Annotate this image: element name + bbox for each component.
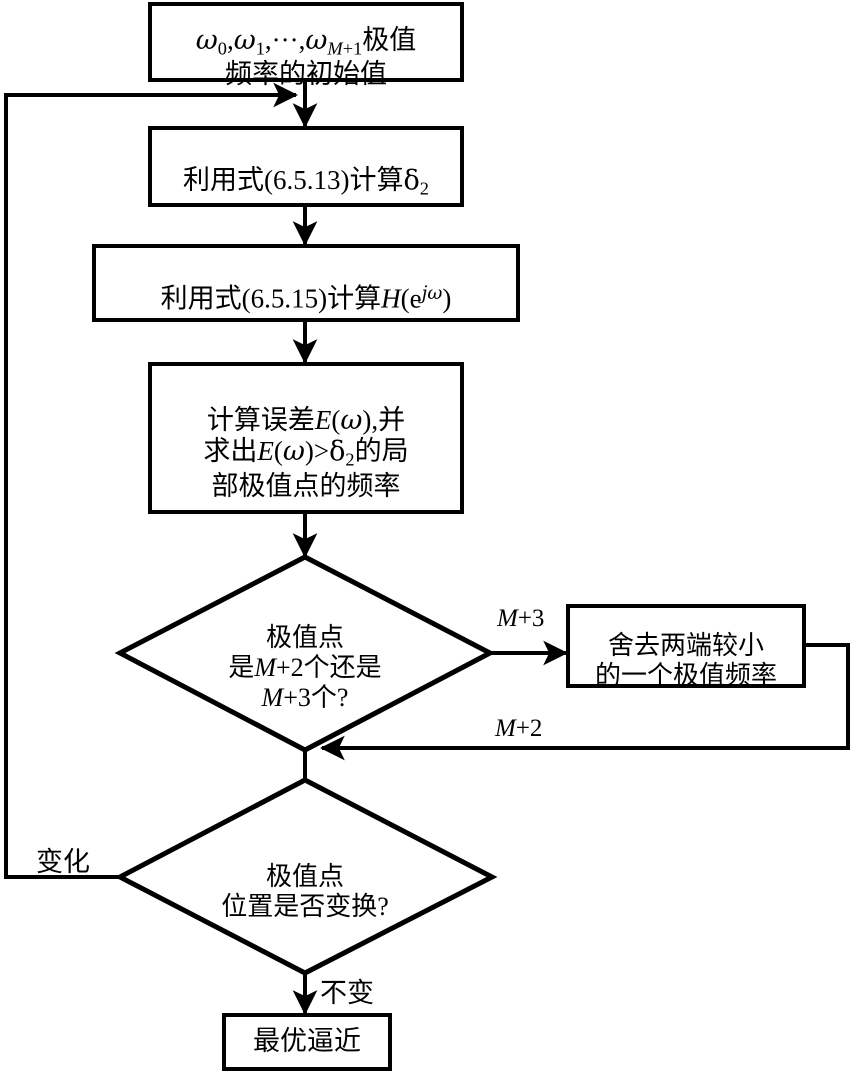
edge-label-unchanged: 不变 (320, 978, 374, 1008)
node-decision-position: 极值点位置是否变换? (155, 822, 455, 932)
node-calc-delta-label: 利用式(6.5.13)计算δ2 (183, 164, 429, 199)
node-drop-freq: 舍去两端较小的一个极值频率 (566, 604, 806, 691)
node-result-label: 最优逼近 (253, 1026, 361, 1057)
edge-label-m-plus-3-variable: M (497, 605, 518, 632)
node-calc-delta: 利用式(6.5.13)计算δ2 (148, 126, 464, 207)
node-decision-position-label: 极值点位置是否变换? (221, 861, 389, 922)
node-drop-freq-label: 舍去两端较小的一个极值频率 (594, 630, 777, 691)
node-result: 最优逼近 (222, 1013, 392, 1071)
node-calc-h: 利用式(6.5.15)计算H(ejω) (92, 244, 520, 322)
edge-label-m-plus-2-variable: M (495, 715, 516, 742)
node-init: ω0,ω1,···,ωM+1极值频率的初始值 (148, 2, 464, 89)
edge-label-m-plus-2: M+2 (495, 715, 542, 743)
edge-label-changed: 变化 (36, 847, 90, 877)
node-calc-h-label: 利用式(6.5.15)计算H(ejω) (160, 282, 452, 314)
edge-label-m-plus-2-rest: +2 (515, 715, 543, 742)
edge-label-m-plus-3-rest: +3 (517, 605, 545, 632)
edge-label-m-plus-3: M+3 (497, 605, 544, 633)
node-calc-error-label: 计算误差E(ω),并求出E(ω)>δ2的局部极值点的频率 (203, 404, 409, 502)
node-calc-error: 计算误差E(ω),并求出E(ω)>δ2的局部极值点的频率 (148, 362, 464, 514)
node-init-label: ω0,ω1,···,ωM+1极值频率的初始值 (195, 24, 417, 90)
